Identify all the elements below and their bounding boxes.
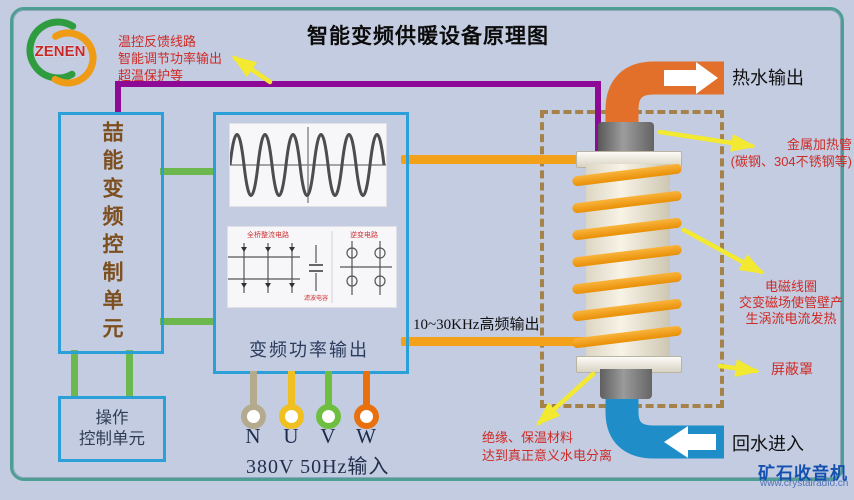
terminal-stem-v bbox=[325, 371, 332, 406]
heater-top-cap bbox=[598, 122, 654, 156]
operation-unit-line-2: 控制单元 bbox=[79, 430, 145, 448]
sine-wave-curve bbox=[230, 133, 386, 197]
insulation-line-2: 达到真正意义水电分离 bbox=[482, 448, 613, 463]
feedback-line-3: 超温保护等 bbox=[118, 68, 184, 83]
insulation-line-1: 绝缘、保温材料 bbox=[482, 430, 574, 445]
coil-note-line-1: 电磁线圈 bbox=[764, 279, 817, 294]
diode-icon bbox=[265, 247, 271, 252]
diode-icon bbox=[289, 247, 295, 252]
transistor-icon bbox=[374, 275, 386, 287]
return-water-pipe bbox=[605, 392, 724, 459]
logo-green-arc bbox=[26, 18, 90, 82]
hf-line-top bbox=[401, 155, 623, 164]
feedback-note: 温控反馈线路 智能调节功率输出 超温保护等 bbox=[118, 33, 222, 84]
power-output-label: 变频功率输出 bbox=[249, 340, 369, 360]
logo-orange-arc bbox=[39, 29, 97, 87]
terminal-ring-w bbox=[354, 404, 379, 429]
rectifier-title: 全桥整流电路 bbox=[247, 230, 289, 239]
diode-icon bbox=[265, 283, 271, 288]
mains-input-label: 380V 50Hz输入 bbox=[246, 456, 390, 478]
transistor-icon bbox=[374, 247, 386, 259]
arrow-to-metal-tube-note bbox=[657, 129, 757, 152]
page-title: 智能变频供暖设备原理图 bbox=[307, 25, 549, 48]
diode-icon bbox=[289, 283, 295, 288]
zenen-logo: ZENEN bbox=[26, 18, 97, 87]
feedback-line-1: 温控反馈线路 bbox=[118, 34, 197, 49]
watermark-url: www.crystalradio.cn bbox=[760, 478, 849, 489]
terminal-stem-w bbox=[363, 371, 370, 406]
feedback-line-2: 智能调节功率输出 bbox=[118, 51, 223, 66]
control-unit-box: 喆能变频控制单元 bbox=[58, 112, 164, 354]
diode-icon bbox=[241, 247, 247, 252]
hot-water-pipe bbox=[605, 61, 724, 140]
terminal-label-u: U bbox=[283, 424, 299, 448]
inverter-box bbox=[213, 112, 409, 374]
coil-note-line-3: 生涡流电流发热 bbox=[745, 311, 837, 326]
heater-bottom-cap bbox=[600, 369, 652, 399]
watermark-name: 矿石收音机 bbox=[758, 464, 848, 483]
hf-output-label: 10~30KHz高频输出 bbox=[413, 317, 540, 333]
diode-icon bbox=[241, 283, 247, 288]
return-water-label: 回水进入 bbox=[732, 434, 804, 454]
operation-unit-line-1: 操作 bbox=[95, 409, 129, 427]
terminal-stem-u bbox=[288, 371, 295, 406]
operation-unit-box: 操作 控制单元 bbox=[58, 396, 166, 462]
terminal-ring-v bbox=[316, 404, 341, 429]
return-water-arrow-icon bbox=[664, 426, 716, 458]
control-link-top bbox=[160, 168, 214, 175]
outer-frame bbox=[10, 7, 844, 481]
hot-water-label: 热水输出 bbox=[732, 68, 804, 88]
feedback-wire-right-drop bbox=[595, 81, 601, 152]
arrow-to-insulation-note bbox=[536, 371, 596, 426]
terminal-label-w: W bbox=[356, 424, 376, 448]
control-unit-label: 喆能变频控制单元 bbox=[100, 121, 123, 345]
feedback-wire-left-drop bbox=[115, 81, 121, 114]
arrow-to-feedback-note bbox=[231, 55, 273, 85]
operation-link-left bbox=[71, 350, 78, 397]
control-link-bottom bbox=[160, 318, 214, 325]
metal-tube-note: 金属加热管 (碳钢、304不锈钢等) bbox=[694, 136, 852, 170]
logo-text: ZENEN bbox=[35, 43, 86, 60]
transistor-icon bbox=[346, 275, 358, 287]
feedback-wire-horizontal bbox=[115, 81, 601, 87]
terminal-ring-u bbox=[279, 404, 304, 429]
terminal-ring-n bbox=[241, 404, 266, 429]
sine-wave-panel bbox=[230, 124, 386, 206]
metal-tube-line-1: 金属加热管 bbox=[786, 137, 852, 152]
circuit-panel: 全桥整流电路 滤波电容 逆变电路 bbox=[228, 227, 396, 307]
hf-line-bottom bbox=[401, 337, 603, 346]
capacitor-label: 滤波电容 bbox=[304, 294, 328, 302]
coil-note-line-2: 交变磁场使管壁产 bbox=[738, 295, 843, 310]
transistor-icon bbox=[346, 247, 358, 259]
coil-note: 电磁线圈 交变磁场使管壁产 生涡流电流发热 bbox=[726, 279, 854, 327]
metal-tube-line-2: (碳钢、304不锈钢等) bbox=[730, 154, 852, 169]
terminal-stem-n bbox=[250, 371, 257, 406]
arrow-to-coil-note bbox=[681, 227, 765, 275]
shield-note: 屏蔽罩 bbox=[771, 361, 813, 377]
hot-water-arrow-icon bbox=[664, 62, 718, 94]
terminal-label-v: V bbox=[320, 424, 336, 448]
insulation-note: 绝缘、保温材料 达到真正意义水电分离 bbox=[482, 429, 612, 465]
arrow-to-shield-note bbox=[717, 359, 761, 378]
terminal-label-n: N bbox=[245, 424, 261, 448]
inverter-title: 逆变电路 bbox=[350, 230, 378, 239]
operation-link-right bbox=[126, 350, 133, 397]
